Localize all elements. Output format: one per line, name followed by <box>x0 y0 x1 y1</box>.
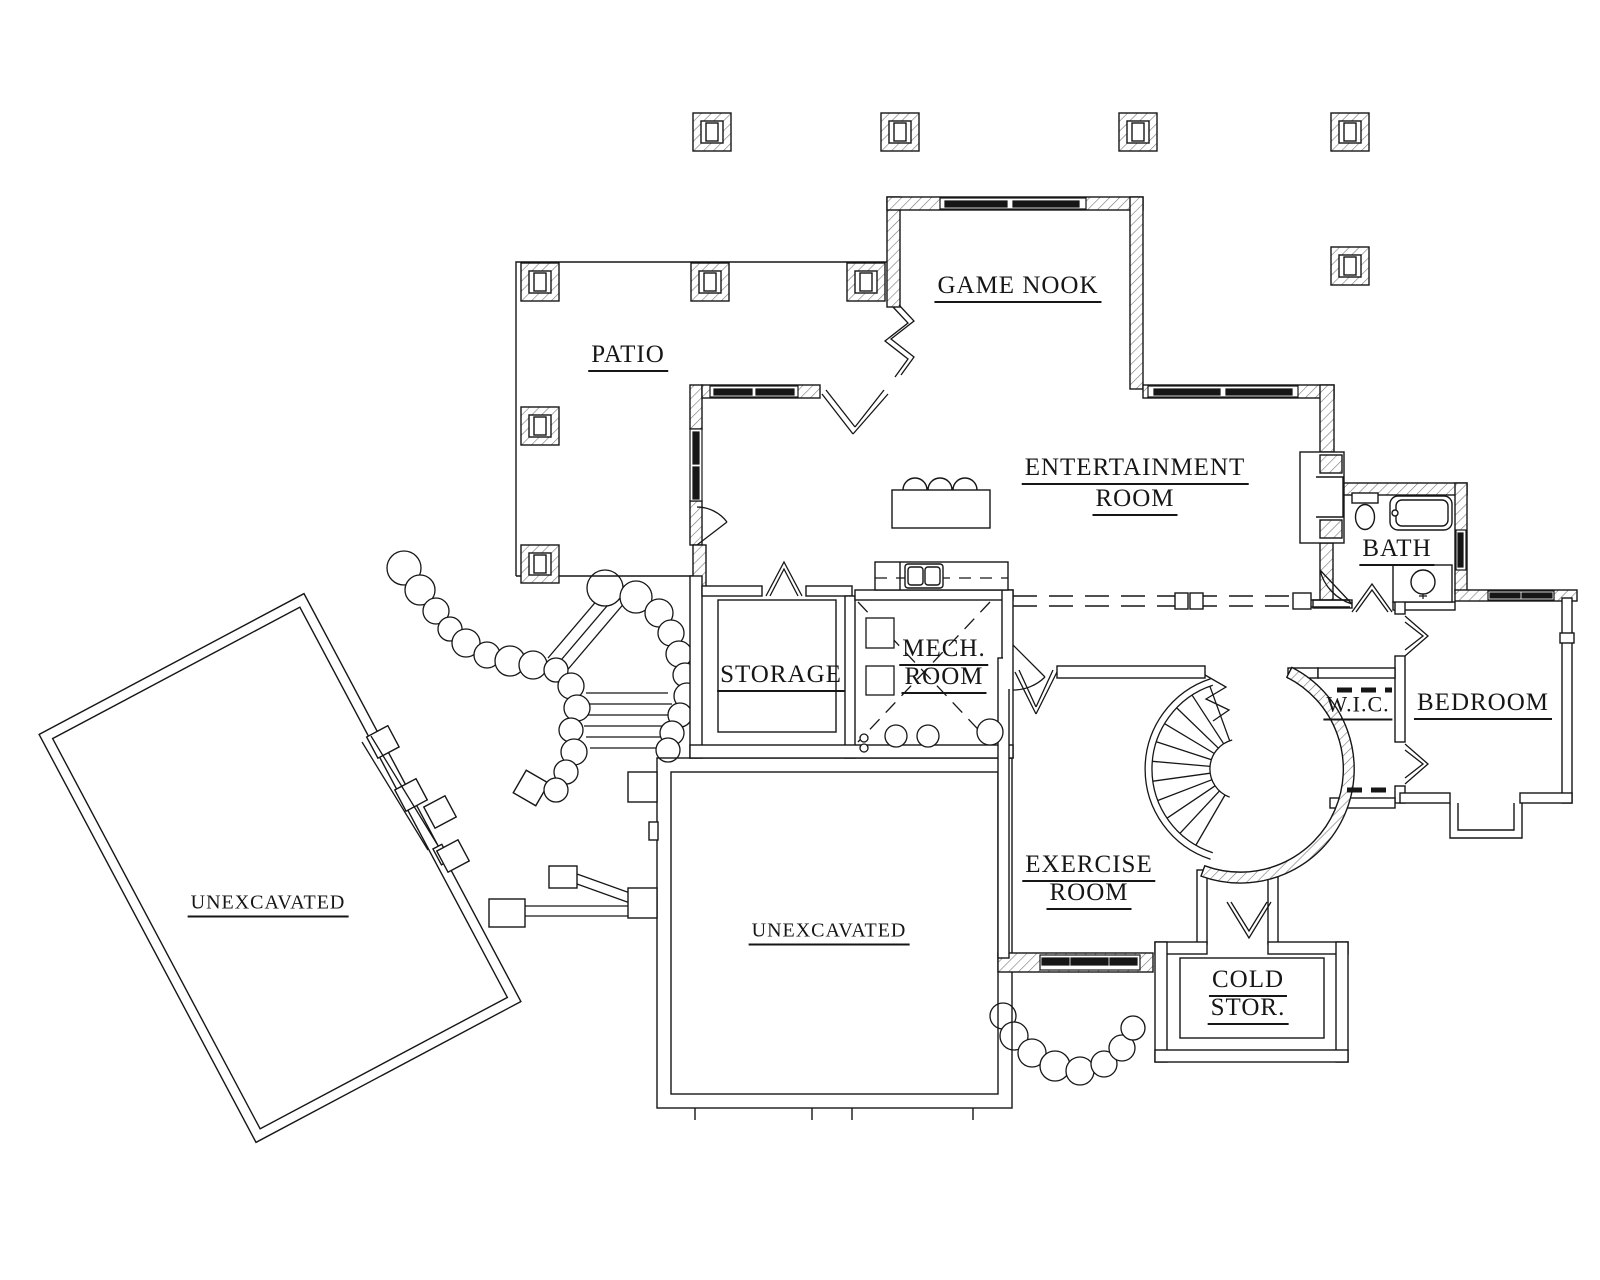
room-label-cold-1: COLD <box>1208 967 1288 997</box>
room-label-unexcavated-center: UNEXCAVATED <box>748 921 910 946</box>
wall-break <box>883 304 915 378</box>
water-heater-1 <box>865 617 895 649</box>
bedroom-bay <box>1449 803 1523 839</box>
room-label-entertainment-1: ENTERTAINMENT <box>1021 455 1249 485</box>
closet-rods <box>1337 687 1392 793</box>
unexcavated-rotated-foundation <box>38 592 522 1144</box>
room-label-bedroom: BEDROOM <box>1413 690 1553 720</box>
bar-island <box>891 477 991 529</box>
sink <box>1410 569 1436 595</box>
room-label-entertainment-2: ROOM <box>1092 486 1178 516</box>
beam-line <box>1013 592 1350 610</box>
fireplace <box>1299 451 1345 544</box>
room-label-exercise-1: EXERCISE <box>1022 852 1156 882</box>
landscape-steps <box>361 577 674 917</box>
spiral-stair <box>1144 674 1233 860</box>
room-label-storage: STORAGE <box>717 662 845 692</box>
storage-shelves <box>717 599 837 733</box>
toilet <box>1354 503 1376 531</box>
room-label-game-nook: GAME NOOK <box>934 273 1102 303</box>
doors <box>696 304 1429 940</box>
patio-columns <box>520 262 886 584</box>
water-heater-2 <box>865 665 895 696</box>
bar-stools <box>902 477 978 491</box>
toilet-tank <box>1351 492 1379 504</box>
interior-walls <box>689 575 1575 1063</box>
room-label-wic: W.I.C. <box>1323 693 1393 721</box>
kitchenette-counter <box>874 561 1009 591</box>
room-label-exercise-2: ROOM <box>1046 880 1132 910</box>
room-label-unexcavated-left: UNEXCAVATED <box>187 893 349 918</box>
boulder-wall-upper <box>386 550 701 803</box>
room-label-mech-1: MECH. <box>899 636 989 666</box>
site-piers <box>422 769 578 928</box>
rotunda-wall <box>1200 666 1355 884</box>
mech-equipment <box>857 601 1004 753</box>
room-label-bath: BATH <box>1359 536 1435 566</box>
room-label-patio: PATIO <box>588 342 668 372</box>
room-label-mech-2: ROOM <box>901 664 987 694</box>
room-label-cold-2: STOR. <box>1207 995 1289 1025</box>
stair-break-line <box>1204 674 1231 722</box>
cold-storage-inner <box>1179 957 1325 1039</box>
windows <box>689 197 1555 971</box>
boulder-wall-lower <box>989 1002 1146 1086</box>
